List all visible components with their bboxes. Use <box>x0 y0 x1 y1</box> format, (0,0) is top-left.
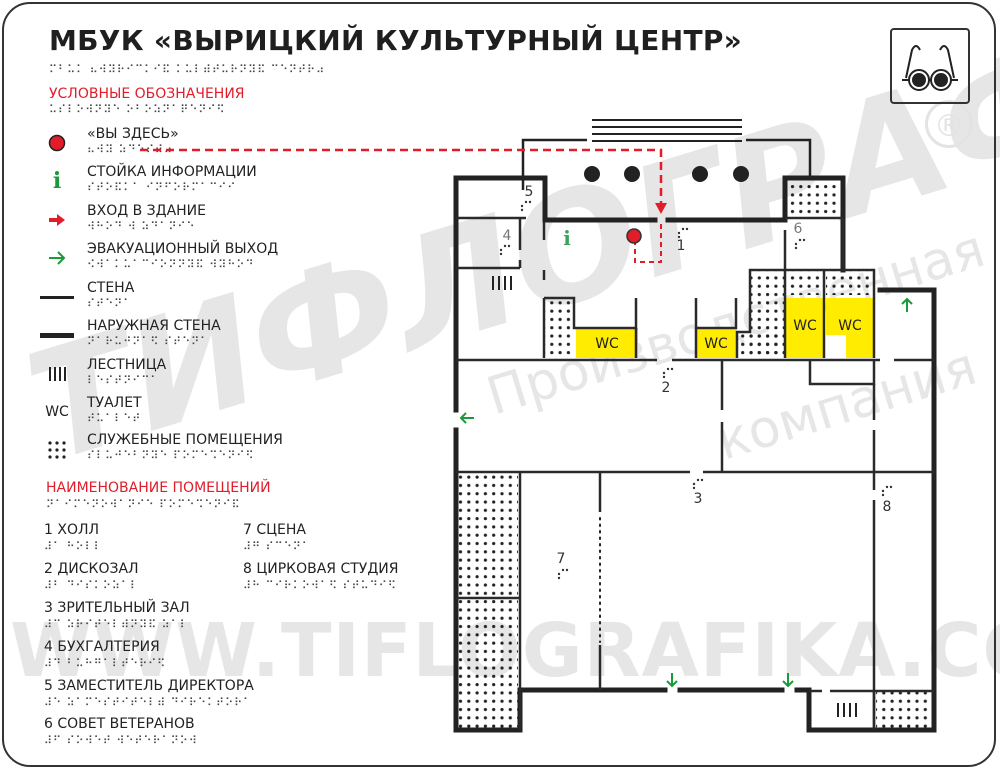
legend-item-outer-wall: НАРУЖНАЯ СТЕНА ⠝⠁⠗⠥⠚⠝⠁⠫ ⠎⠞⠑⠝⠁ <box>40 318 360 354</box>
wc-icon: WC <box>45 404 69 420</box>
title-braille: ⠍⠃⠥⠅ ⠦⠺⠽⠗⠊⠉⠅⠊⠯ ⠅⠥⠇⠾⠞⠥⠗⠝⠽⠯ ⠉⠑⠝⠞⠗⠴ <box>49 63 326 76</box>
stairs-icon <box>40 363 74 385</box>
entrance-arrow-icon <box>40 209 74 231</box>
svg-text:WC: WC <box>793 318 817 334</box>
columns <box>584 166 749 182</box>
registered-mark: ® <box>925 100 973 148</box>
you-are-here-icon <box>40 132 74 154</box>
evacuation-arrow-icon <box>40 247 74 269</box>
legend-item-wall: СТЕНА ⠎⠞⠑⠝⠁ <box>40 280 360 316</box>
svg-text:WC: WC <box>704 336 728 352</box>
inner-walls <box>456 216 934 730</box>
route-dashed-line <box>140 148 663 208</box>
room-name-8: 8 ЦИРКОВАЯ СТУДИЯ⠼⠓ ⠉⠊⠗⠅⠕⠺⠁⠫ ⠎⠞⠥⠙⠊⠫ <box>243 561 399 592</box>
room-name-3: 3 ЗРИТЕЛЬНЫЙ ЗАЛ⠼⠉ ⠵⠗⠊⠞⠑⠇⠾⠝⠽⠯ ⠵⠁⠇ <box>44 600 190 631</box>
room-number-labels: 1 2 3 4 5 6 7 8 <box>503 184 892 567</box>
svg-text:WC: WC <box>838 318 862 334</box>
info-stand-icon: i <box>563 226 571 250</box>
legend-item-service-rooms: СЛУЖЕБНЫЕ ПОМЕЩЕНИЯ ⠎⠇⠥⠚⠑⠃⠝⠽⠑ ⠏⠕⠍⠑⠩⠑⠝⠊⠫ <box>40 432 360 468</box>
room-number-7: 7 <box>557 551 566 567</box>
legend-heading: УСЛОВНЫЕ ОБОЗНАЧЕНИЯ <box>49 86 245 102</box>
room-number-2: 2 <box>662 380 671 396</box>
route-arrow-icon <box>655 203 667 214</box>
outer-walls <box>453 175 937 733</box>
room-name-7: 7 СЦЕНА⠼⠛ ⠎⠉⠑⠝⠁ <box>243 522 311 553</box>
room-name-2: 2 ДИСКОЗАЛ⠼⠃ ⠙⠊⠎⠅⠕⠵⠁⠇ <box>44 561 140 592</box>
room-number-6: 6 <box>794 221 803 237</box>
legend-heading-braille: ⠥⠎⠇⠕⠺⠝⠽⠑ ⠕⠃⠕⠵⠝⠁⠟⠑⠝⠊⠫ <box>49 103 226 116</box>
room-name-4: 4 БУХГАЛТЕРИЯ⠼⠙ ⠃⠥⠓⠛⠁⠇⠞⠑⠗⠊⠫ <box>44 639 167 670</box>
room-name-6: 6 СОВЕТ ВЕТЕРАНОВ⠼⠋ ⠎⠕⠺⠑⠞ ⠺⠑⠞⠑⠗⠁⠝⠕⠺ <box>44 716 198 747</box>
room-name-5: 5 ЗАМЕСТИТЕЛЬ ДИРЕКТОРА⠼⠑ ⠵⠁⠍⠑⠎⠞⠊⠞⠑⠇⠾ ⠙⠊… <box>44 678 254 709</box>
room-name-1: 1 ХОЛЛ⠼⠁ ⠓⠕⠇⠇ <box>44 522 103 553</box>
exit-arrow-down-icon-1 <box>666 673 678 688</box>
glasses-icon <box>890 28 970 104</box>
room-number-1: 1 <box>677 238 686 254</box>
exit-arrow-left-icon <box>459 412 474 424</box>
svg-text:WC: WC <box>595 336 619 352</box>
exit-arrow-up-icon <box>901 297 913 312</box>
room-number-4: 4 <box>503 228 512 244</box>
service-dots-icon <box>40 438 74 460</box>
legend-item-wc: WC ТУАЛЕТ ⠞⠥⠁⠇⠑⠞ <box>40 395 360 431</box>
you-are-here-marker <box>626 228 642 244</box>
legend-item-evacuation: ЭВАКУАЦИОННЫЙ ВЫХОД ⠪⠺⠁⠅⠥⠁⠉⠊⠕⠝⠝⠽⠯ ⠺⠽⠓⠕⠙ <box>40 241 360 277</box>
stairs <box>492 276 857 717</box>
rooms-heading-braille: ⠝⠁⠊⠍⠑⠝⠕⠺⠁⠝⠊⠑ ⠏⠕⠍⠑⠩⠑⠝⠊⠯ <box>46 498 241 511</box>
room-number-3: 3 <box>694 491 703 507</box>
legend-item-you-are-here: «ВЫ ЗДЕСЬ» ⠦⠺⠽ ⠵⠙⠑⠎⠾⠴ <box>40 126 360 162</box>
evacuation-exits <box>459 297 913 688</box>
info-icon: i <box>52 168 62 194</box>
room-number-8: 8 <box>883 499 892 515</box>
legend-item-stairs: ЛЕСТНИЦА ⠇⠑⠎⠞⠝⠊⠉⠁ <box>40 357 360 393</box>
wc-rooms <box>576 298 874 358</box>
rooms-heading: НАИМЕНОВАНИЕ ПОМЕЩЕНИЙ <box>46 480 271 496</box>
legend-item-info: i СТОЙКА ИНФОРМАЦИИ ⠎⠞⠕⠯⠅⠁ ⠊⠝⠋⠕⠗⠍⠁⠉⠊⠊ <box>40 164 360 200</box>
exit-arrow-down-icon-2 <box>782 673 794 688</box>
page-title: МБУК «ВЫРИЦКИЙ КУЛЬТУРНЫЙ ЦЕНТР» <box>49 24 743 57</box>
outer-wall-line-icon <box>40 324 74 346</box>
wall-line-icon <box>40 286 74 308</box>
room-number-5: 5 <box>525 184 534 200</box>
legend-item-entrance: ВХОД В ЗДАНИЕ ⠺⠓⠕⠙ ⠺ ⠵⠙⠁⠝⠊⠑ <box>40 203 360 239</box>
porch-steps <box>592 119 742 142</box>
